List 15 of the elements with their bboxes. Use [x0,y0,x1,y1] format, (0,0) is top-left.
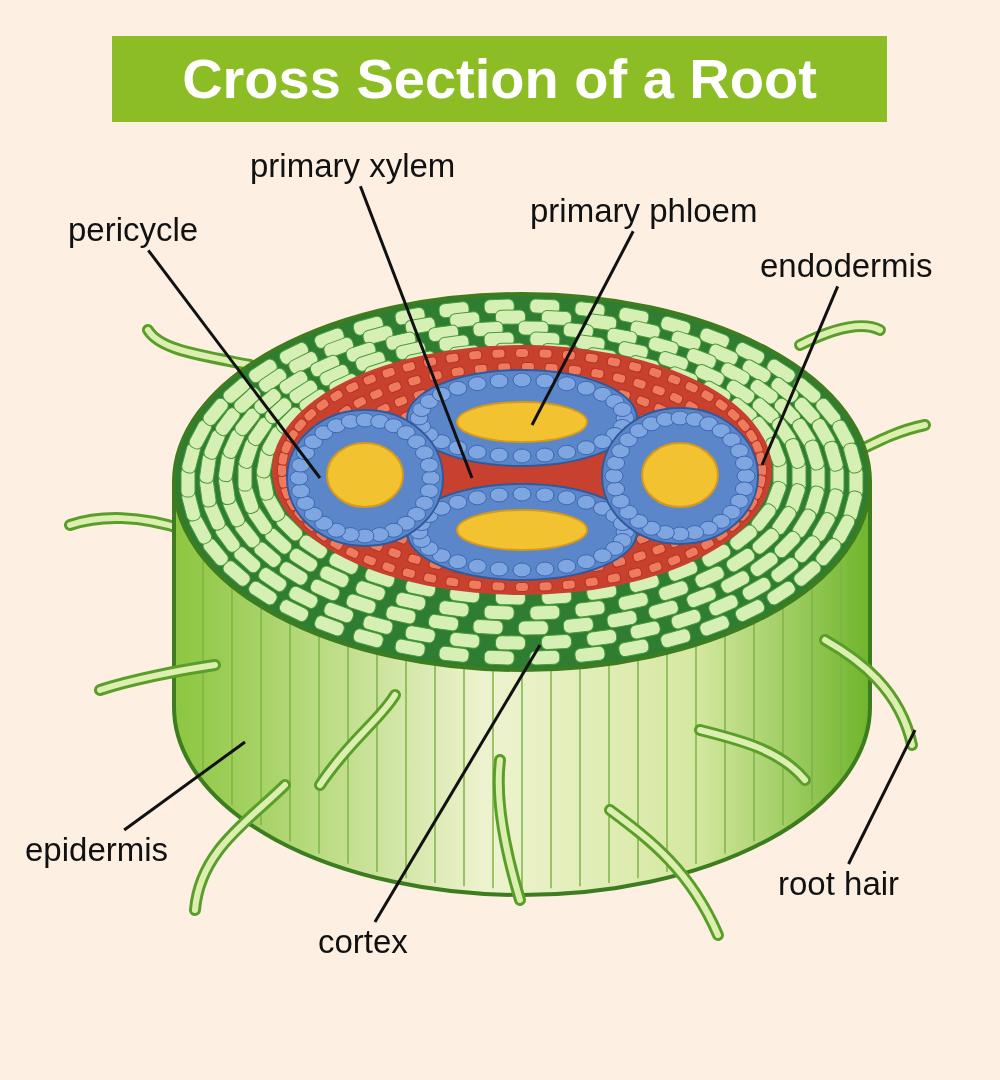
leader-line [373,644,542,923]
part-label: epidermis [25,832,169,869]
part-label: endodermis [760,248,933,285]
leader-line [530,230,635,426]
title-banner: Cross Section of a Root [112,36,887,122]
leader-line [147,249,322,479]
leader-line [760,285,840,466]
leader-line [359,185,474,479]
part-label: primary xylem [250,148,456,185]
part-label: pericycle [68,212,199,249]
leader-line [123,740,246,832]
part-label: primary phloem [530,193,758,230]
leader-line [847,729,917,865]
part-label: root hair [778,866,900,903]
part-label: cortex [318,924,408,961]
